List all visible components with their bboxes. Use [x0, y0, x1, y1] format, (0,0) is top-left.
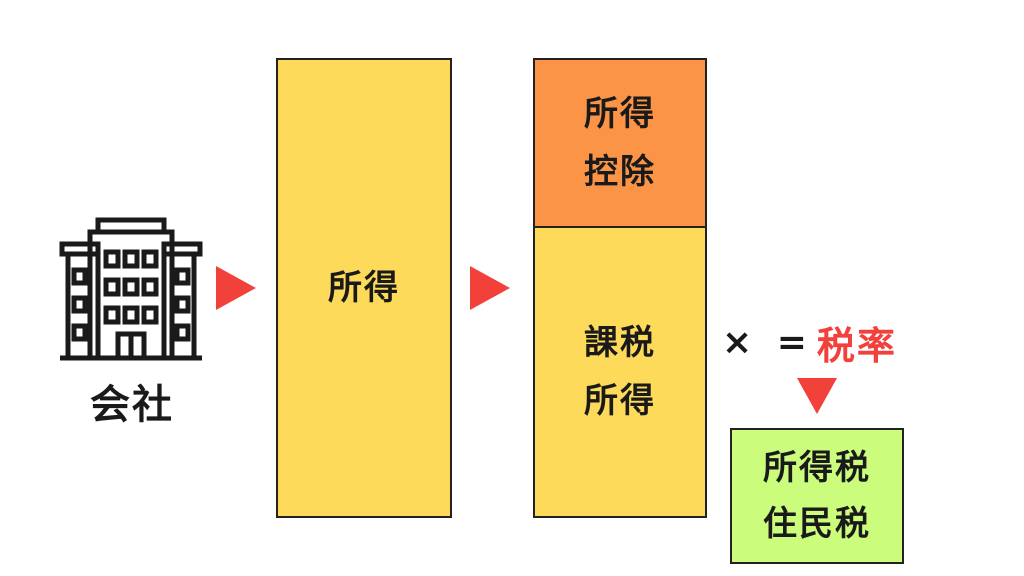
result-tax-label: 所得税 住民税: [763, 448, 871, 544]
arrow-down-icon: [797, 378, 837, 414]
income-deduction-box: 所得 控除: [533, 58, 707, 228]
office-building-icon: [59, 217, 203, 361]
taxable-income-box: 課税 所得: [533, 226, 707, 518]
arrow-right-icon: [470, 266, 510, 310]
taxable-income-label: 課税 所得: [584, 323, 656, 421]
income-box: 所得: [276, 58, 452, 518]
tax-formula: × = 税率: [722, 316, 897, 368]
income-label: 所得: [328, 268, 400, 308]
income-deduction-label: 所得 控除: [584, 94, 656, 192]
arrow-right-icon: [216, 266, 256, 310]
tax-rate-label: 税率: [816, 323, 897, 368]
company-label: 会社: [90, 382, 174, 428]
formula-operators: × =: [722, 321, 813, 363]
result-tax-box: 所得税 住民税: [730, 428, 904, 564]
